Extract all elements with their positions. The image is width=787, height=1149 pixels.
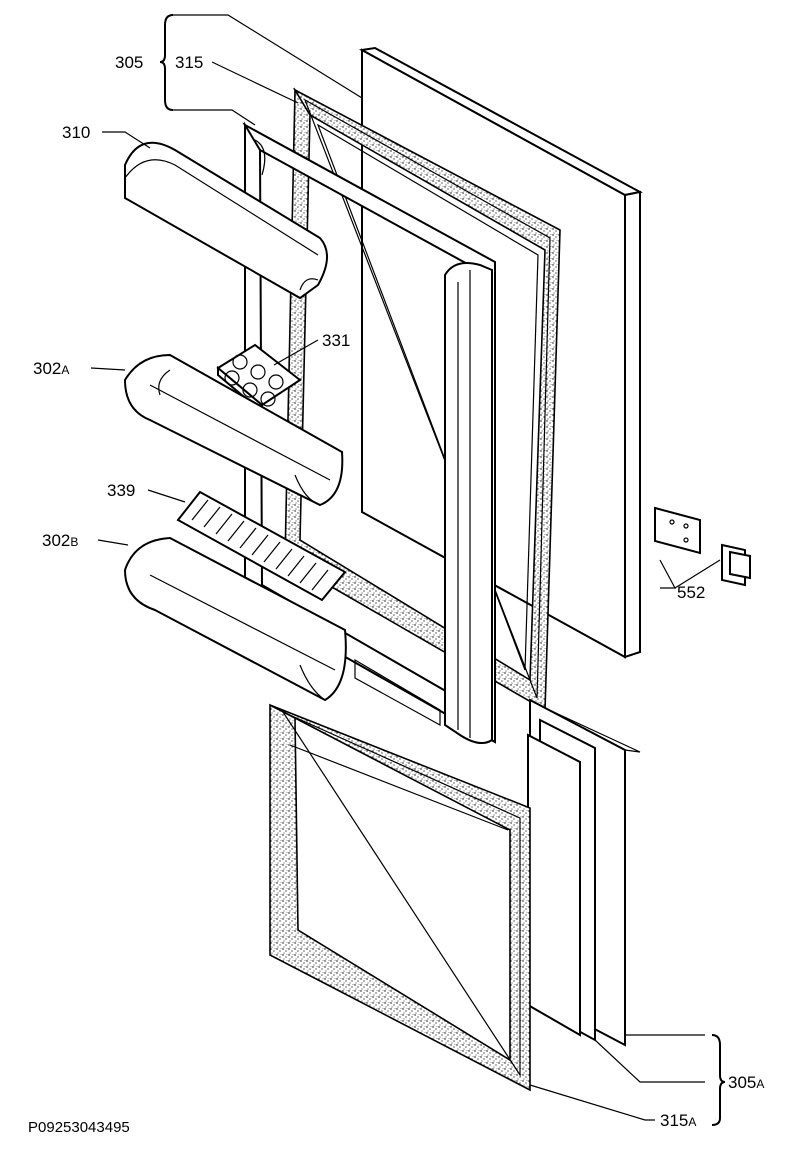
leader-lines [90,14,721,1121]
label-339: 339 [107,481,135,500]
shelf-divider [176,490,347,602]
label-305a: 305A [728,1073,764,1092]
label-310: 310 [62,123,90,142]
door-shelf-upper [123,353,344,507]
upper-door-liner [242,121,496,745]
label-552: 552 [677,583,705,602]
label-315a: 315A [660,1111,696,1130]
lower-door-gasket [269,703,531,1092]
label-302b: 302B [42,531,78,550]
label-315: 315 [175,53,203,72]
brace-upper [159,14,174,111]
upper-door-gasket [284,87,561,712]
lower-door-panel [527,698,641,1047]
label-331: 331 [322,331,350,350]
brace-lower [711,1034,726,1126]
label-305: 305 [115,53,143,72]
door-handle-cover [124,141,328,300]
hinge-brackets [654,506,751,587]
figure-code: P09253043495 [28,1119,130,1136]
upper-door-panel [358,46,643,659]
door-shelf-lower [123,536,347,702]
label-302a: 302A [33,359,69,378]
